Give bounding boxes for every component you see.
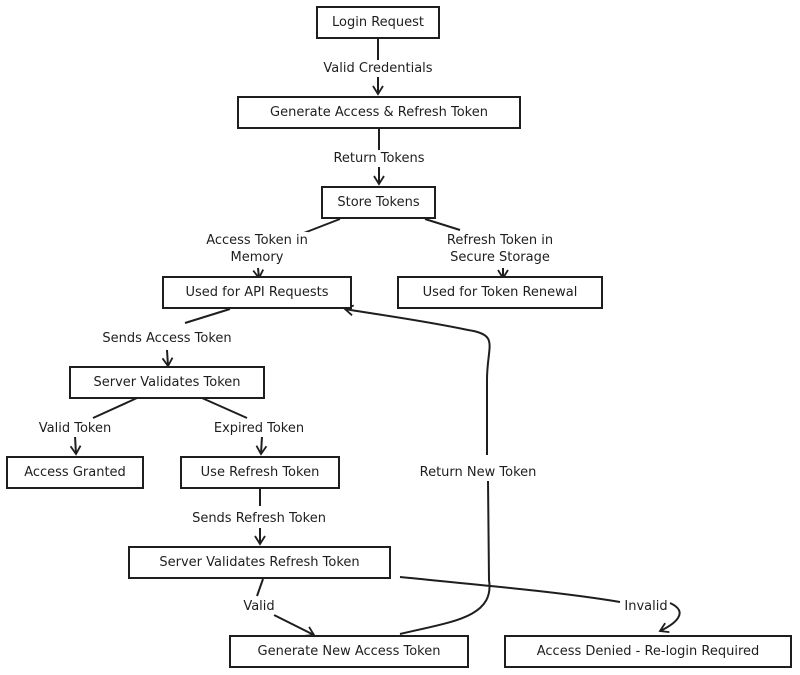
node-generate-new-access: Generate New Access Token	[229, 635, 469, 668]
edge-srvref-denied	[399, 576, 681, 631]
node-access-granted: Access Granted	[6, 456, 144, 489]
node-label: Access Denied - Re-login Required	[536, 644, 760, 659]
edge-api-srv	[167, 308, 231, 366]
node-generate-tokens: Generate Access & Refresh Token	[237, 96, 521, 129]
node-login-request: Login Request	[316, 6, 440, 39]
node-label: Server Validates Refresh Token	[159, 555, 360, 570]
node-use-refresh: Use Refresh Token	[180, 456, 340, 489]
edge-label-refresh-token-storage: Refresh Token in Secure Storage	[446, 232, 554, 266]
edge-label-valid-credentials: Valid Credentials	[323, 60, 433, 77]
edge-label-valid-token: Valid Token	[38, 420, 112, 437]
edge-label-sends-access-token: Sends Access Token	[102, 330, 232, 347]
node-server-validates-refresh: Server Validates Refresh Token	[128, 546, 391, 579]
node-label: Generate Access & Refresh Token	[270, 105, 488, 120]
node-used-for-api: Used for API Requests	[162, 276, 352, 309]
node-label: Use Refresh Token	[200, 465, 320, 480]
edge-label-return-tokens: Return Tokens	[333, 150, 425, 167]
node-store-tokens: Store Tokens	[321, 186, 436, 219]
node-label: Login Request	[331, 15, 424, 30]
edge-label-invalid: Invalid	[624, 599, 668, 614]
node-label: Generate New Access Token	[257, 644, 441, 659]
edge-label-return-new-token: Return New Token	[419, 464, 537, 481]
node-used-for-renewal: Used for Token Renewal	[397, 276, 603, 309]
edge-srvref-newaccess	[256, 578, 314, 635]
node-label: Access Granted	[24, 465, 126, 480]
edge-label-valid: Valid	[243, 598, 275, 615]
edge-srv-granted	[75, 397, 138, 454]
node-label: Used for API Requests	[185, 285, 329, 300]
node-label: Server Validates Token	[93, 375, 241, 390]
edge-srv-userefresh	[201, 397, 262, 454]
edge-label-access-token-memory: Access Token in Memory	[206, 232, 308, 266]
edge-label-expired-token: Expired Token	[213, 420, 305, 437]
node-label: Used for Token Renewal	[422, 285, 578, 300]
node-access-denied: Access Denied - Re-login Required	[504, 635, 792, 668]
edge-label-sends-refresh-token: Sends Refresh Token	[192, 510, 326, 527]
node-server-validates: Server Validates Token	[69, 366, 265, 399]
node-label: Store Tokens	[337, 195, 420, 210]
edge-newaccess-api	[345, 309, 491, 635]
